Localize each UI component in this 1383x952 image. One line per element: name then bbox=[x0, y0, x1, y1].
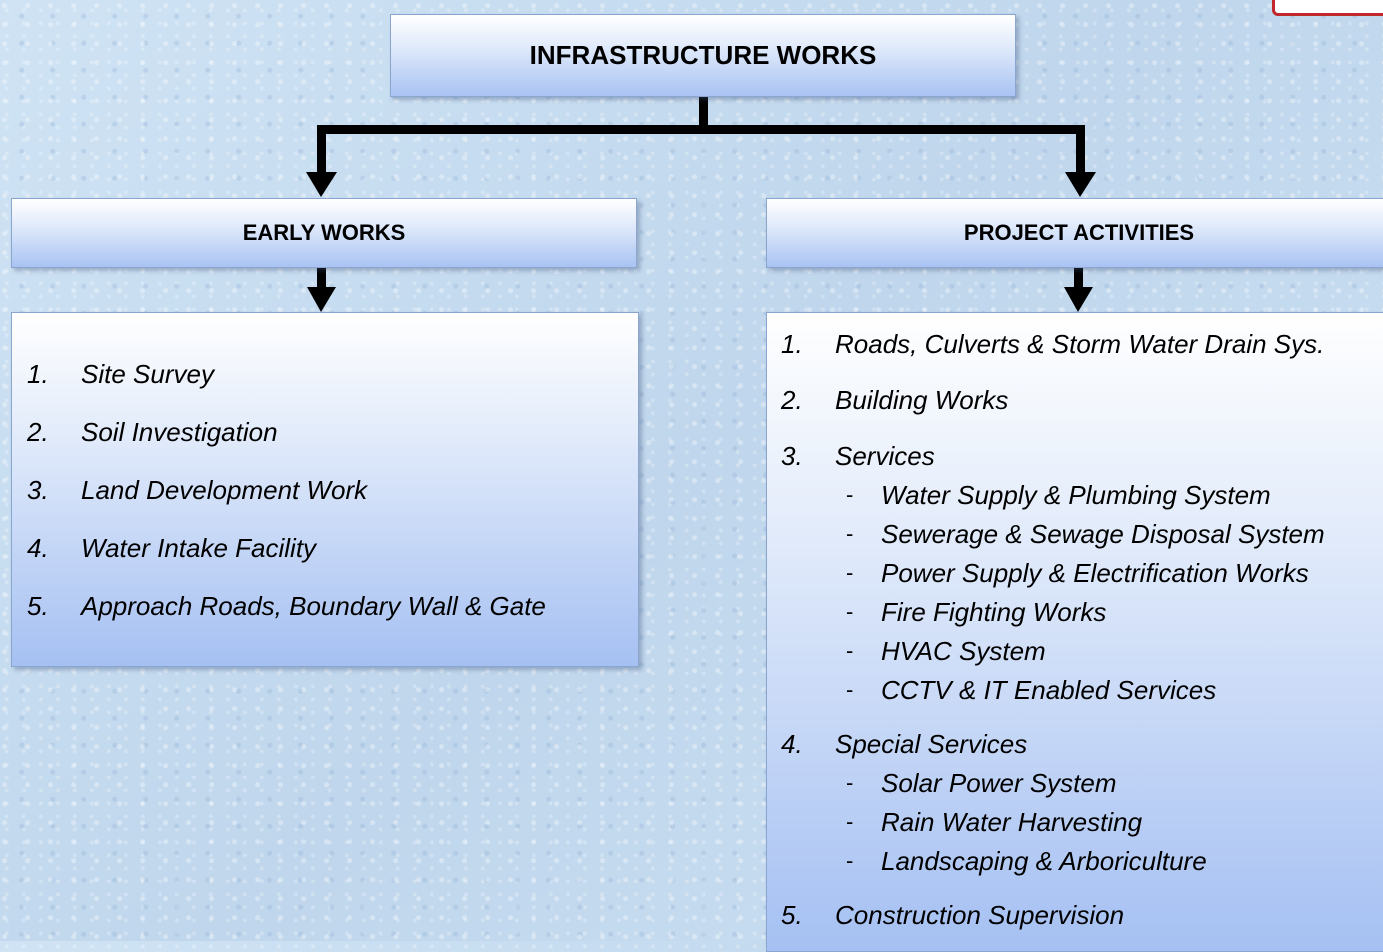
dash-bullet: - bbox=[846, 677, 854, 702]
item-text: Soil Investigation bbox=[81, 417, 278, 447]
item-text: Site Survey bbox=[81, 359, 214, 389]
item-number: 1. bbox=[27, 359, 49, 389]
project-activities-heading: PROJECT ACTIVITIES bbox=[963, 220, 1195, 245]
project-activities-list: 1. Roads, Culverts & Storm Water Drain S… bbox=[766, 312, 1383, 952]
dash-bullet: - bbox=[846, 482, 854, 507]
sub-item-text: Solar Power System bbox=[881, 768, 1117, 798]
dash-bullet: - bbox=[846, 560, 854, 585]
list-item: 1. Roads, Culverts & Storm Water Drain S… bbox=[767, 329, 1383, 359]
item-number: 3. bbox=[27, 475, 49, 505]
list-item: 2. Building Works bbox=[767, 385, 1383, 415]
item-number: 5. bbox=[27, 591, 49, 621]
dash-bullet: - bbox=[846, 599, 854, 624]
early-works-heading: EARLY WORKS bbox=[242, 220, 406, 245]
sub-item-text: CCTV & IT Enabled Services bbox=[881, 675, 1217, 705]
sub-item: - Fire Fighting Works bbox=[767, 597, 1383, 636]
sub-item-text: Rain Water Harvesting bbox=[881, 807, 1143, 837]
sub-item-text: Power Supply & Electrification Works bbox=[881, 558, 1309, 588]
list-item: 2. Soil Investigation bbox=[12, 417, 638, 475]
sub-item: - Water Supply & Plumbing System bbox=[767, 480, 1383, 519]
list-item: 4. Water Intake Facility bbox=[12, 533, 638, 591]
dash-bullet: - bbox=[846, 521, 854, 546]
item-number: 3. bbox=[781, 441, 803, 471]
item-number: 2. bbox=[781, 385, 803, 415]
item-number: 5. bbox=[781, 900, 803, 930]
sub-item: - HVAC System bbox=[767, 636, 1383, 675]
list-item: 3. Services bbox=[767, 441, 1383, 471]
item-number: 1. bbox=[781, 329, 803, 359]
sub-item-text: Fire Fighting Works bbox=[881, 597, 1107, 627]
item-text: Construction Supervision bbox=[835, 900, 1125, 930]
title-box: INFRASTRUCTURE WORKS bbox=[390, 14, 1016, 97]
list-item: 5. Construction Supervision bbox=[767, 900, 1383, 930]
sub-item-text: Water Supply & Plumbing System bbox=[881, 480, 1271, 510]
item-number: 4. bbox=[781, 729, 803, 759]
item-text: Water Intake Facility bbox=[81, 533, 317, 563]
early-works-list: 1. Site Survey 2. Soil Investigation 3. … bbox=[11, 312, 639, 667]
list-item: 5. Approach Roads, Boundary Wall & Gate bbox=[12, 591, 638, 649]
sub-item: - CCTV & IT Enabled Services bbox=[767, 675, 1383, 714]
item-text: Building Works bbox=[835, 385, 1009, 415]
sub-item: - Landscaping & Arboriculture bbox=[767, 846, 1383, 885]
item-text: Approach Roads, Boundary Wall & Gate bbox=[81, 591, 546, 621]
sub-item: - Rain Water Harvesting bbox=[767, 807, 1383, 846]
dash-bullet: - bbox=[846, 638, 854, 663]
sub-item-text: Landscaping & Arboriculture bbox=[881, 846, 1207, 876]
sub-item-text: HVAC System bbox=[881, 636, 1046, 666]
logo bbox=[1272, 0, 1383, 16]
title-text: INFRASTRUCTURE WORKS bbox=[529, 40, 877, 70]
item-text: Services bbox=[835, 441, 935, 471]
sub-item: - Solar Power System bbox=[767, 768, 1383, 807]
early-works-heading-box: EARLY WORKS bbox=[11, 198, 637, 268]
sub-item: - Power Supply & Electrification Works bbox=[767, 558, 1383, 597]
list-item: 3. Land Development Work bbox=[12, 475, 638, 533]
project-activities-heading-box: PROJECT ACTIVITIES bbox=[766, 198, 1383, 268]
item-text: Land Development Work bbox=[81, 475, 368, 505]
dash-bullet: - bbox=[846, 809, 854, 834]
dash-bullet: - bbox=[846, 848, 854, 873]
item-text: Roads, Culverts & Storm Water Drain Sys. bbox=[835, 329, 1325, 359]
item-text: Special Services bbox=[835, 729, 1028, 759]
item-number: 2. bbox=[27, 417, 49, 447]
list-item: 4. Special Services bbox=[767, 729, 1383, 759]
dash-bullet: - bbox=[846, 770, 854, 795]
item-number: 4. bbox=[27, 533, 49, 563]
sub-item-text: Sewerage & Sewage Disposal System bbox=[881, 519, 1325, 549]
sub-item: - Sewerage & Sewage Disposal System bbox=[767, 519, 1383, 558]
list-item: 1. Site Survey bbox=[12, 359, 638, 417]
